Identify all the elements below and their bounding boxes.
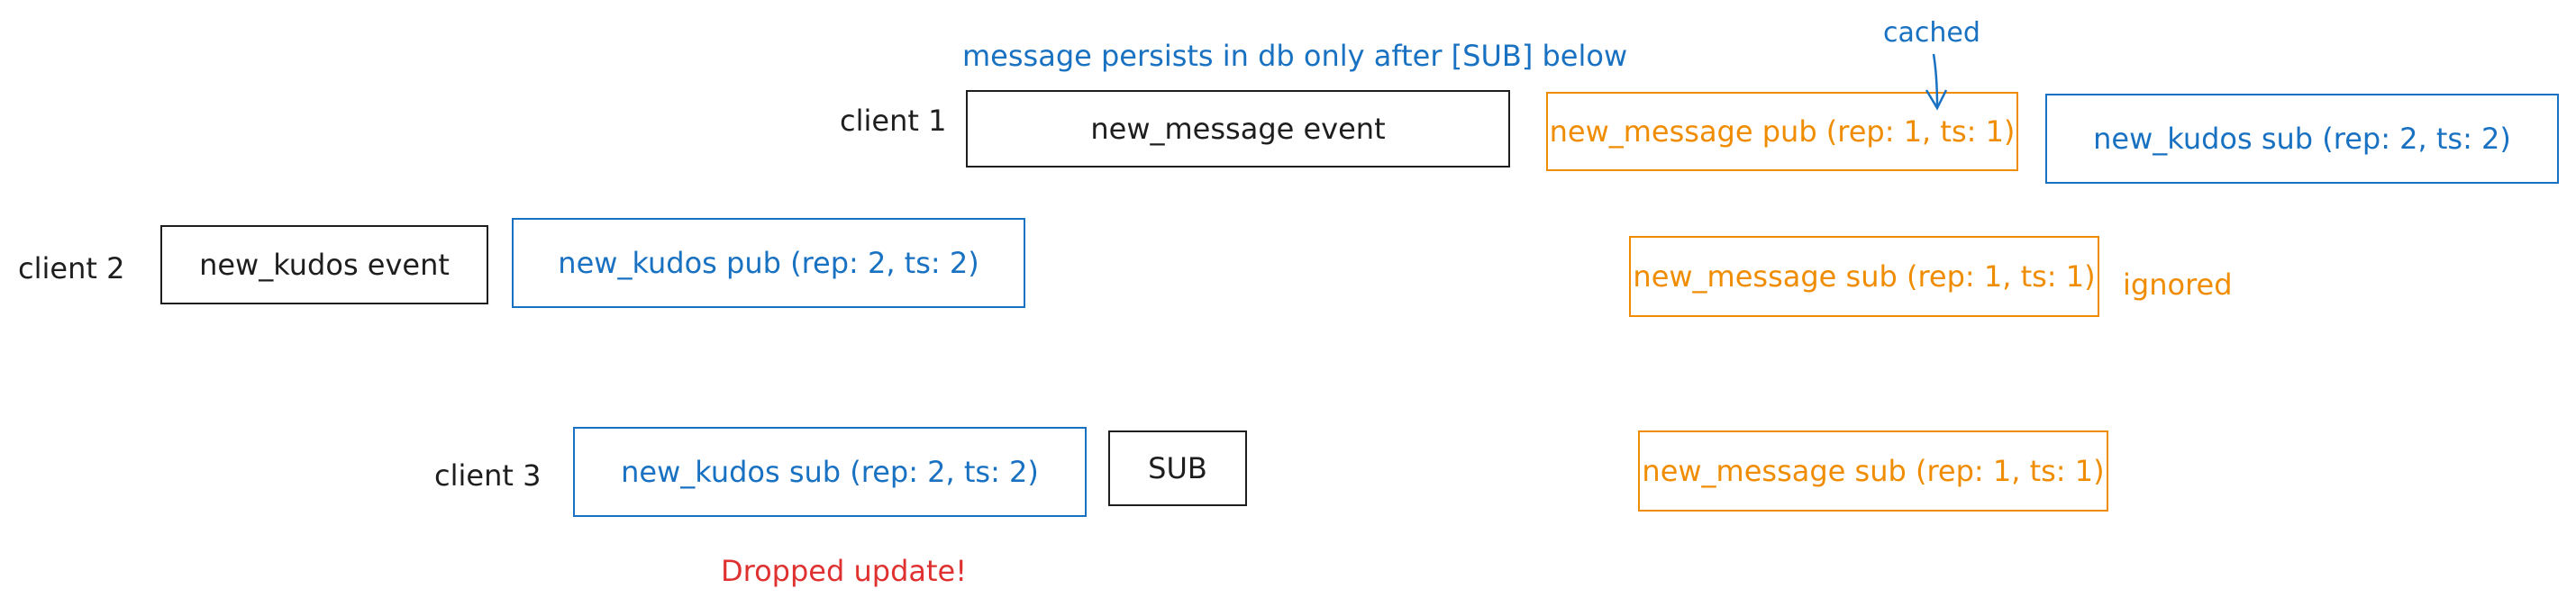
ignored-note: ignored [2123, 267, 2233, 302]
persist-note: message persists in db only after [SUB] … [962, 39, 1628, 73]
dropped-update-note: Dropped update! [721, 554, 968, 588]
client-1-label: client 1 [840, 104, 947, 138]
client-2-new-message-sub-box: new_message sub (rep: 1, ts: 1) [1629, 236, 2099, 317]
client-1-new-kudos-sub-box: new_kudos sub (rep: 2, ts: 2) [2045, 94, 2559, 184]
client-3-label: client 3 [434, 458, 542, 493]
client-2-new-kudos-pub-box: new_kudos pub (rep: 2, ts: 2) [512, 218, 1025, 308]
client-1-new-message-pub-box: new_message pub (rep: 1, ts: 1) [1546, 92, 2018, 171]
client-3-sub-command-box: SUB [1108, 430, 1247, 506]
client-2-new-kudos-event-box: new_kudos event [160, 225, 488, 304]
client-1-new-message-event-box: new_message event [966, 90, 1510, 168]
cached-note: cached [1883, 17, 1980, 49]
client-2-label: client 2 [18, 251, 125, 285]
client-3-new-kudos-sub-box: new_kudos sub (rep: 2, ts: 2) [573, 427, 1087, 517]
client-3-new-message-sub-box: new_message sub (rep: 1, ts: 1) [1638, 430, 2108, 512]
